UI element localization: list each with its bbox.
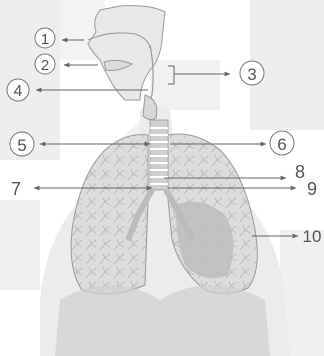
label-3: 3 [247,65,256,84]
label-5: 5 [17,136,26,155]
label-4: 4 [14,83,23,100]
label-6: 6 [277,135,286,154]
background-panel [0,200,40,290]
label-9: 9 [307,179,317,199]
background-panel [150,60,220,110]
label-2: 2 [41,57,49,74]
head-structure [88,6,165,120]
label-1: 1 [41,31,49,48]
label-10: 10 [303,227,322,246]
label-8: 8 [295,162,305,182]
label-7: 7 [11,179,21,199]
